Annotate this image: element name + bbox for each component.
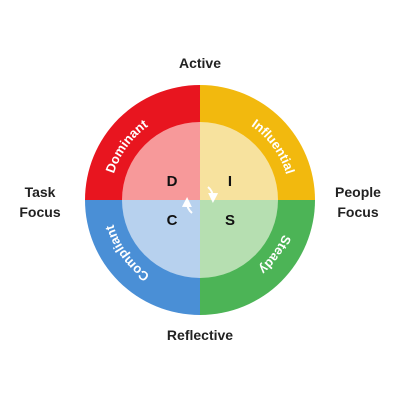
axis-label-task-line2: Focus (19, 204, 61, 220)
rotation-arrow-lower-icon (181, 197, 193, 214)
compliant-inner-segment (122, 200, 200, 278)
dominant-inner-segment (122, 122, 200, 200)
rotation-arrow-upper-icon (207, 186, 219, 203)
axis-label-task-line1: Task (24, 184, 56, 200)
axis-label-people-line1: People (335, 184, 381, 200)
influential-inner-segment (200, 122, 278, 200)
axis-label-people-line2: Focus (337, 204, 379, 220)
steady-inner-segment (200, 200, 278, 278)
letter-i: I (228, 173, 232, 190)
letter-s: S (225, 212, 235, 229)
axis-label-people-focus: People Focus (322, 182, 394, 222)
letter-c: C (167, 212, 178, 229)
axis-label-reflective: Reflective (166, 327, 234, 343)
axis-label-active: Active (178, 55, 222, 71)
axis-label-task-focus: Task Focus (8, 182, 72, 222)
letter-d: D (167, 173, 178, 190)
